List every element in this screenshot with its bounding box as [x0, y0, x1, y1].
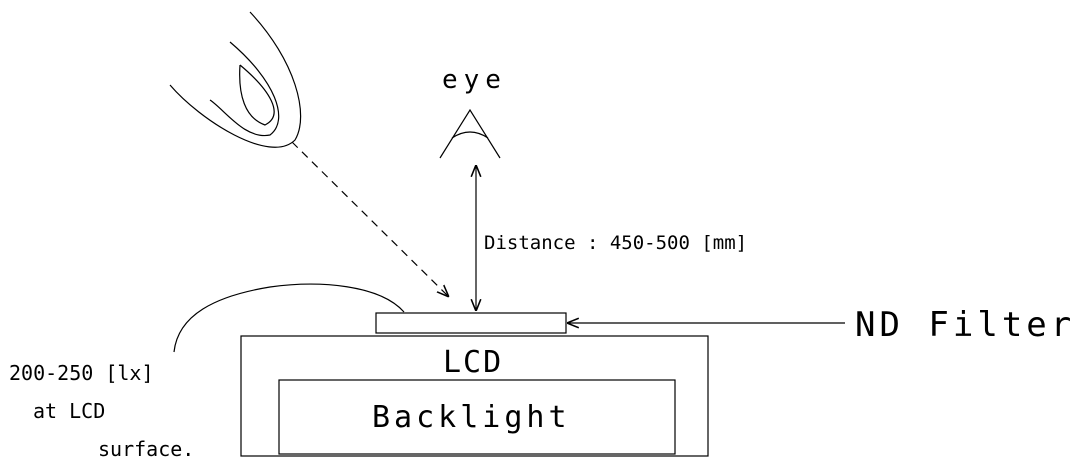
illuminance-label-line2: at LCD [33, 399, 105, 423]
backlight-unit [278, 379, 676, 455]
backlight-label: Backlight [372, 400, 571, 435]
illuminance-label-line3: surface. [98, 437, 194, 461]
eye-label: eye [442, 65, 507, 95]
illuminance-leader-curve [173, 283, 405, 353]
light-ray-arrow [291, 141, 448, 296]
nd-filter-label: ND Filter [855, 305, 1074, 345]
lcd-label: LCD [443, 345, 503, 380]
illuminance-label-line1: 200-250 [lx] [9, 361, 154, 385]
distance-label: Distance : 450-500 [mm] [484, 232, 747, 254]
eye-icon [439, 108, 501, 159]
nd-filter-plate [375, 312, 567, 334]
lcd-panel [240, 335, 709, 457]
light-source-icon [169, 11, 302, 148]
